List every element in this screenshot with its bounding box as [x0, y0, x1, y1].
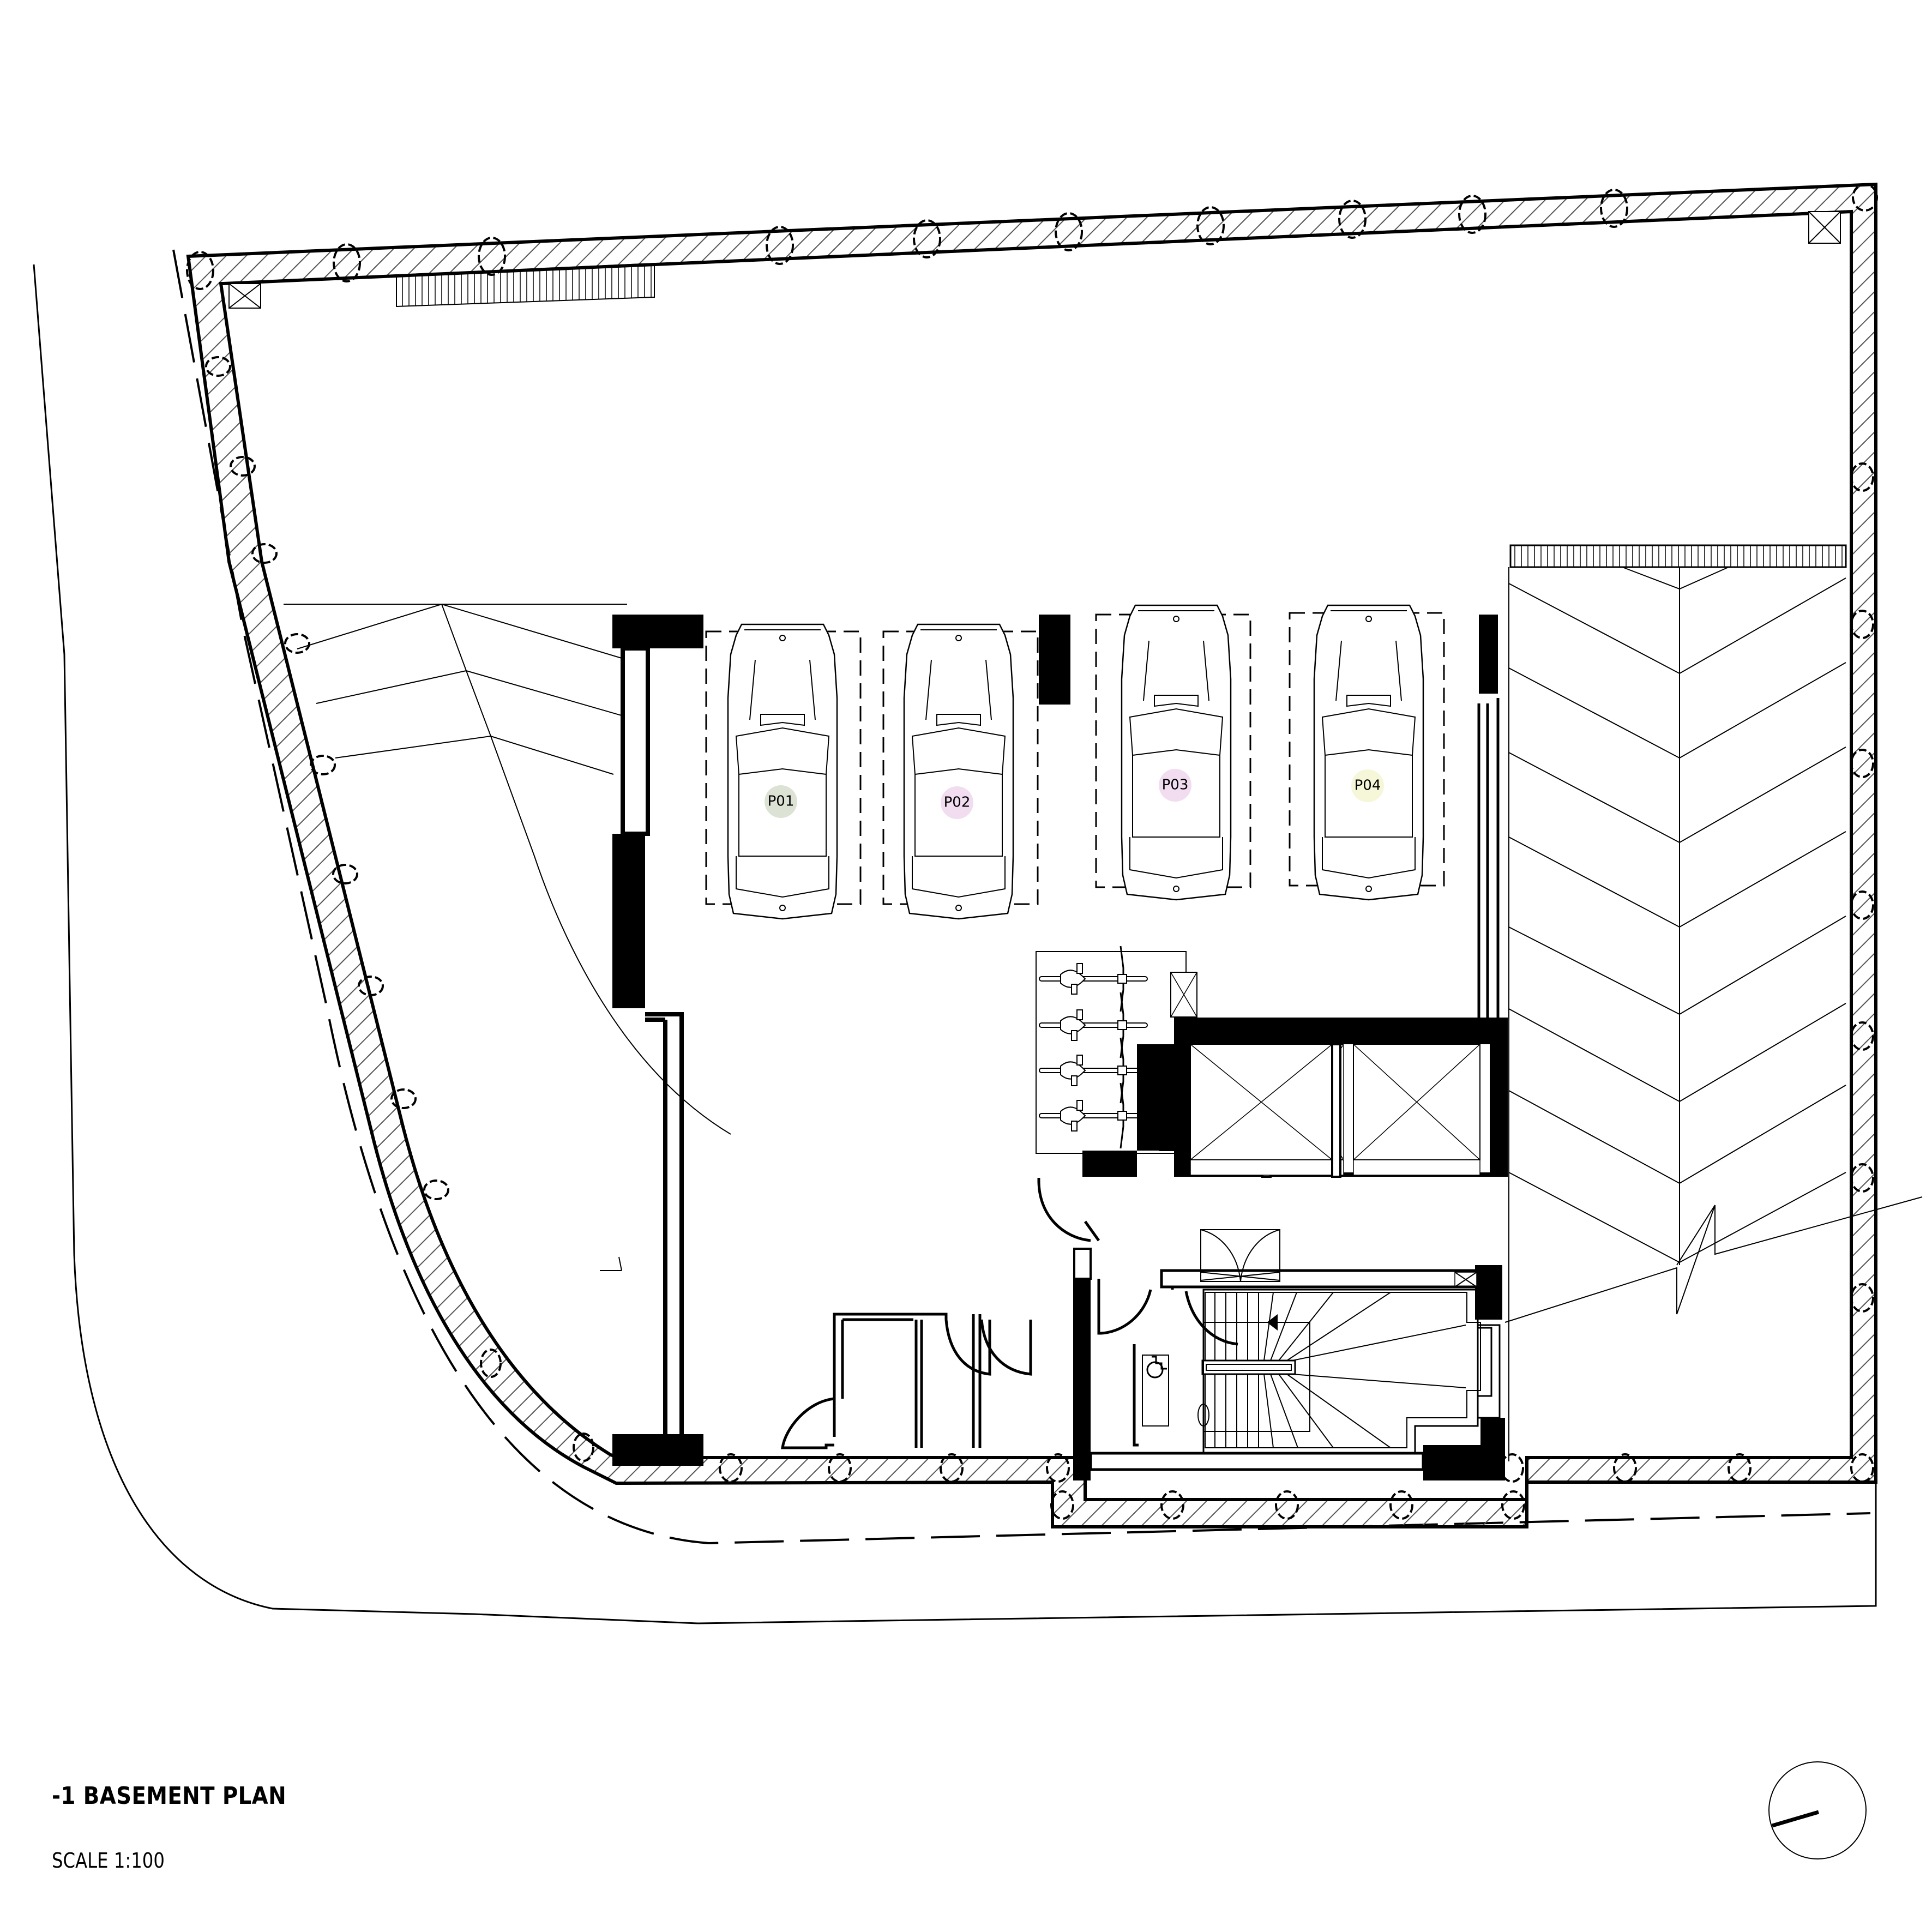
lift-right-2[interactable]: [1353, 1044, 1480, 1176]
north-arrow-icon: [1768, 1761, 1867, 1859]
parking-label: P04: [1355, 778, 1381, 794]
accessible-wc[interactable]: [1142, 1355, 1169, 1427]
wheelchair-icon: [1146, 1356, 1167, 1379]
drawing-title: -1 BASEMENT PLAN: [52, 1782, 287, 1810]
parking-space-P03[interactable]: P03: [1121, 604, 1232, 901]
right-chevron-ramp: [1504, 567, 1923, 1461]
drainage-grate: [396, 262, 1847, 568]
vent-shaft-icon: [1170, 972, 1197, 1018]
left-curved-ramp: [284, 603, 731, 1271]
parking-space-P01[interactable]: P01: [727, 623, 838, 920]
site-boundary: [33, 264, 1877, 1624]
structural-walls-left: [612, 615, 1070, 1466]
vent-shaft-icon: [228, 211, 1841, 309]
lobby-door[interactable]: [1037, 1178, 1100, 1242]
parking-space-P04[interactable]: P04: [1313, 604, 1424, 901]
parking-label: P02: [944, 795, 971, 811]
parking-space-P02[interactable]: P02: [903, 623, 1014, 920]
parking-label: P03: [1162, 777, 1189, 793]
double-door[interactable]: [1200, 1229, 1477, 1287]
pile-markers: [186, 183, 1878, 1520]
lift-left-2[interactable]: [1190, 1044, 1333, 1176]
drawing-scale: SCALE 1:100: [52, 1849, 165, 1873]
property-line-dashed: [172, 249, 1871, 1545]
stair[interactable]: [1197, 1289, 1492, 1454]
parking-label: P01: [768, 793, 795, 810]
storage-rooms: [781, 1313, 1032, 1449]
structural-walls-right: [1477, 615, 1500, 1025]
